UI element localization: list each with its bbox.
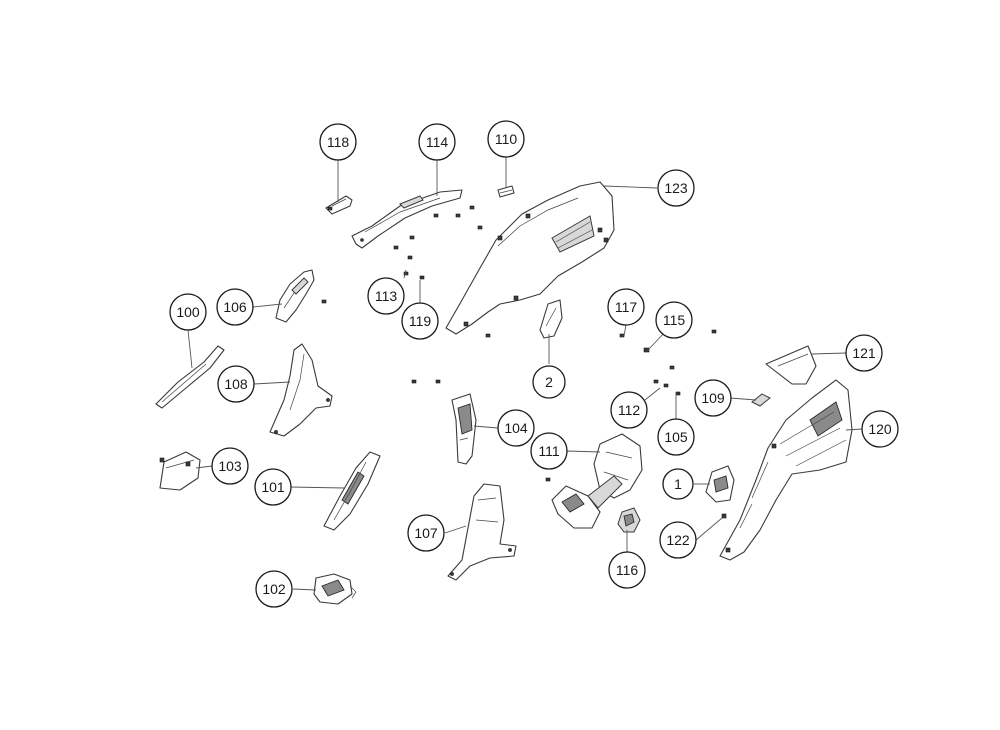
part-102 [313,573,357,605]
part-122 [721,513,727,519]
svg-text:109: 109 [701,390,725,406]
callout-101: 101 [254,468,292,506]
svg-text:105: 105 [664,429,688,445]
callout-110: 110 [487,120,525,158]
part-108 [269,343,333,437]
svg-text:102: 102 [262,581,286,597]
callout-104: 104 [497,409,535,447]
svg-text:121: 121 [852,345,876,361]
part-121 [765,345,817,385]
callout-122: 122 [659,521,697,559]
callout-108: 108 [217,365,255,403]
part-123 [445,181,615,335]
callout-100: 100 [169,293,207,331]
part-100 [155,345,225,409]
part-118 [325,195,353,215]
svg-text:2: 2 [545,374,553,390]
callout-116: 116 [608,551,646,589]
callout-121: 121 [845,334,883,372]
callout-112: 112 [610,391,648,429]
part-104 [451,393,477,465]
callout-117: 117 [607,288,645,326]
part-106 [275,269,315,323]
svg-text:118: 118 [327,134,350,150]
callout-118: 118 [319,123,357,161]
svg-text:100: 100 [176,304,200,320]
svg-text:108: 108 [224,376,248,392]
part-103 [159,451,201,491]
callout-2: 2 [532,365,566,399]
callout-109: 109 [694,379,732,417]
part-109 [751,393,771,407]
svg-text:120: 120 [868,421,892,437]
callout-103: 103 [211,447,249,485]
part-1 [705,465,735,503]
callout-107: 107 [407,514,445,552]
part-2 [539,299,563,339]
callout-105: 105 [657,418,695,456]
callout-106: 106 [216,288,254,326]
part-114 [351,189,463,249]
svg-text:104: 104 [504,420,528,436]
svg-text:111: 111 [538,443,559,459]
svg-text:112: 112 [618,402,641,418]
svg-text:1: 1 [674,476,682,492]
svg-text:103: 103 [218,458,242,474]
callout-1: 1 [662,468,694,500]
part-116 [617,507,641,533]
svg-text:115: 115 [663,312,686,328]
part-101 [323,451,381,531]
svg-text:119: 119 [409,313,432,329]
svg-text:107: 107 [414,525,438,541]
callout-113: 113 [367,277,405,315]
svg-text:106: 106 [223,299,247,315]
leader-lines [187,157,863,591]
callout-115: 115 [655,301,693,339]
callout-114: 114 [418,123,456,161]
callout-123: 123 [657,169,695,207]
part-120 [719,379,853,561]
clips-112-105 [411,329,717,482]
svg-text:117: 117 [615,299,638,315]
svg-text:113: 113 [375,288,398,304]
svg-text:101: 101 [261,479,285,495]
svg-text:114: 114 [426,134,449,150]
svg-text:122: 122 [666,532,690,548]
svg-text:110: 110 [495,131,518,147]
clips-113-119 [321,205,483,304]
svg-text:116: 116 [616,562,639,578]
part-107 [447,483,517,581]
callout-119: 119 [401,302,439,340]
part-111 [551,433,643,529]
svg-text:123: 123 [664,180,688,196]
callout-111: 111 [530,432,568,470]
callout-120: 120 [861,410,899,448]
part-110 [497,185,515,198]
callout-102: 102 [255,570,293,608]
